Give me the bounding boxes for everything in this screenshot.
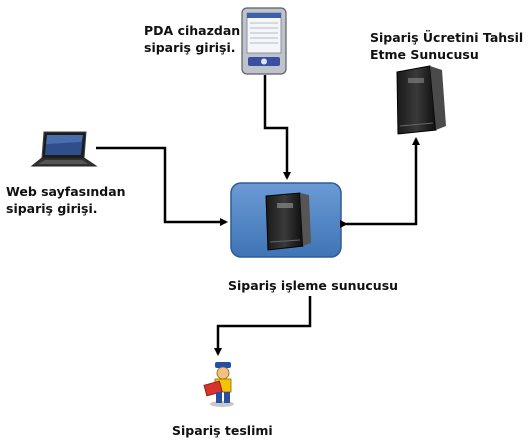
pda-device-icon [241,7,287,75]
web-entry-label: Web sayfasından sipariş girişi. [6,183,126,217]
delivery-label: Sipariş teslimi [172,422,273,439]
payment-server-icon [396,65,446,135]
delivery-label-text: Sipariş teslimi [172,423,273,438]
processing-server-icon [265,192,311,251]
payment-server-label: Sipariş Ücretini Tahsil Etme Sunucusu [370,29,523,63]
arrow-pda-to-processing [263,75,291,180]
arrow-processing-to-delivery [214,296,312,356]
pda-entry-label-line2: sipariş girişi. [144,40,236,55]
web-entry-label-line2: sipariş girişi. [6,201,98,216]
processing-server-label-text: Sipariş işleme sunucusu [228,278,399,293]
arrow-processing-payment [340,137,420,228]
payment-server-label-line1: Sipariş Ücretini Tahsil [370,30,524,45]
pda-entry-label: PDA cihazdan sipariş girişi. [144,22,240,56]
delivery-courier-icon [203,362,234,407]
laptop-icon [30,131,98,167]
processing-server-label: Sipariş işleme sunucusu [228,277,398,294]
web-entry-label-line1: Web sayfasından [6,184,126,199]
arrow-web-to-processing [96,146,228,226]
pda-entry-label-line1: PDA cihazdan [144,23,241,38]
payment-server-label-line2: Etme Sunucusu [370,47,479,62]
